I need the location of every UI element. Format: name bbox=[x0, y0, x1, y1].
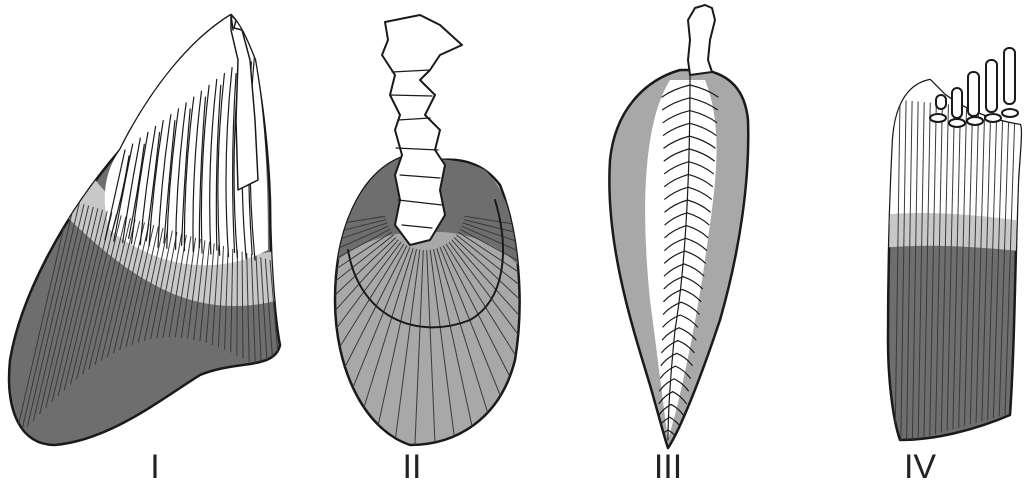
fin-2-label: II bbox=[403, 448, 422, 487]
fin-4-light-band bbox=[880, 213, 1025, 252]
fin-4 bbox=[880, 48, 1025, 445]
fin-3-girdle bbox=[688, 5, 715, 75]
fin-3 bbox=[609, 5, 748, 448]
fin-4-label: IV bbox=[904, 448, 936, 487]
fin-1-label: I bbox=[150, 448, 159, 487]
fin-1 bbox=[9, 15, 280, 445]
fin-4-digits bbox=[930, 48, 1018, 127]
fin-ray bbox=[237, 250, 238, 355]
fin-3-label: III bbox=[654, 448, 682, 487]
